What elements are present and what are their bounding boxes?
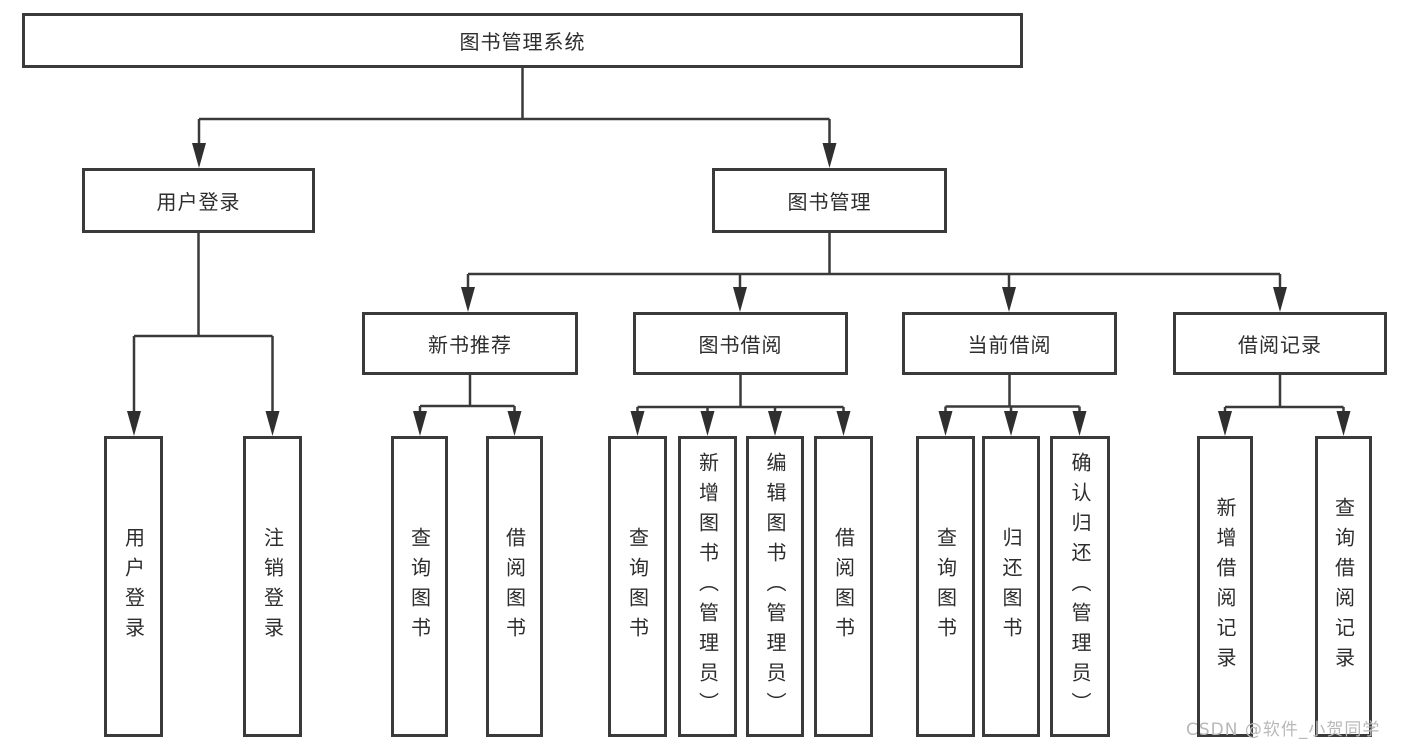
node-user-login: 用户登录 <box>82 168 315 233</box>
node-current-borrowing: 当前借阅 <box>902 312 1117 375</box>
leaf-query-books-recommend-label: 查询图书 <box>407 526 432 647</box>
node-current-borrowing-label: 当前借阅 <box>967 333 1052 357</box>
leaf-borrow-books-recommend-label: 借阅图书 <box>502 526 527 647</box>
node-borrowing-records: 借阅记录 <box>1173 312 1387 375</box>
leaf-confirm-return-admin-label: 确认归还（管理员） <box>1068 451 1092 722</box>
leaf-query-books-recommend: 查询图书 <box>391 436 448 737</box>
node-new-book-recommendation: 新书推荐 <box>362 312 578 375</box>
leaf-add-borrow-record: 新增借阅记录 <box>1197 436 1253 737</box>
leaf-logout: 注销登录 <box>243 436 302 737</box>
leaf-add-borrow-record-label: 新增借阅记录 <box>1213 496 1237 677</box>
node-book-borrowing: 图书借阅 <box>633 312 848 375</box>
arrowhead-icons <box>127 143 1351 436</box>
leaf-logout-label: 注销登录 <box>260 526 285 647</box>
leaf-borrow-books-borrowing: 借阅图书 <box>814 436 873 737</box>
leaf-return-books: 归还图书 <box>982 436 1040 737</box>
leaf-query-books-current-label: 查询图书 <box>933 526 958 647</box>
leaf-query-borrow-record-label: 查询借阅记录 <box>1331 496 1356 677</box>
leaf-edit-book-admin-label: 编辑图书（管理员） <box>763 451 787 722</box>
leaf-query-borrow-record: 查询借阅记录 <box>1315 436 1372 737</box>
node-book-borrowing-label: 图书借阅 <box>698 333 783 357</box>
node-new-book-recommendation-label: 新书推荐 <box>428 333 512 357</box>
leaf-return-books-label: 归还图书 <box>999 526 1023 647</box>
leaf-add-book-admin: 新增图书（管理员） <box>678 436 737 737</box>
leaf-query-books-borrowing-label: 查询图书 <box>625 526 650 647</box>
node-borrowing-records-label: 借阅记录 <box>1238 333 1322 357</box>
leaf-add-book-admin-label: 新增图书（管理员） <box>695 451 720 722</box>
node-book-management: 图书管理 <box>712 168 947 233</box>
leaf-edit-book-admin: 编辑图书（管理员） <box>746 436 804 737</box>
node-user-login-label: 用户登录 <box>156 190 241 214</box>
watermark: CSDN @软件_小贺同学 <box>1186 720 1381 740</box>
leaf-user-login-label: 用户登录 <box>121 526 146 647</box>
node-book-management-label: 图书管理 <box>787 190 872 214</box>
node-library-system: 图书管理系统 <box>22 13 1023 68</box>
leaf-query-books-borrowing: 查询图书 <box>608 436 667 737</box>
leaf-user-login: 用户登录 <box>104 436 163 737</box>
leaf-query-books-current: 查询图书 <box>916 436 975 737</box>
leaf-borrow-books-recommend: 借阅图书 <box>486 436 543 737</box>
leaf-confirm-return-admin: 确认归还（管理员） <box>1050 436 1110 737</box>
leaf-borrow-books-borrowing-label: 借阅图书 <box>831 526 856 647</box>
node-library-system-label: 图书管理系统 <box>459 30 586 54</box>
